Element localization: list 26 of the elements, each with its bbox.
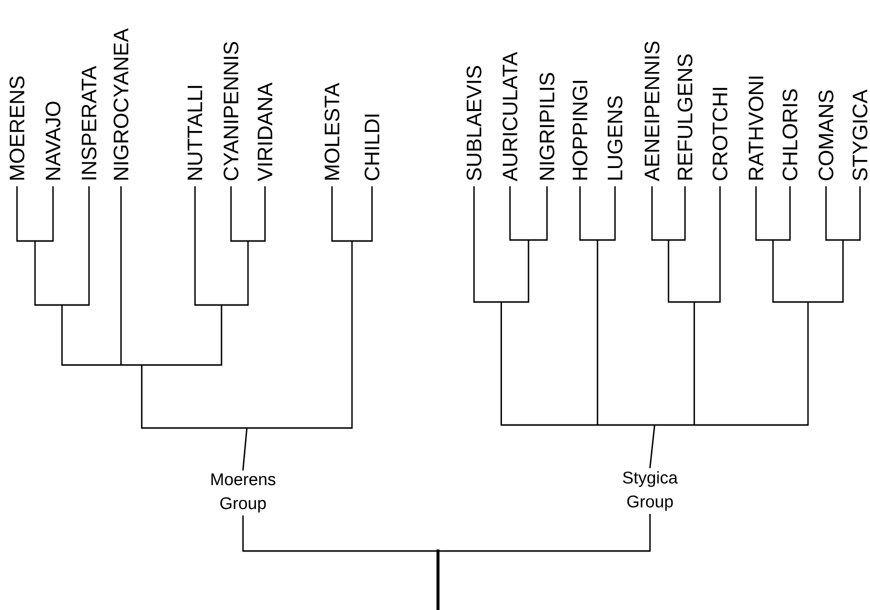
- tree-branch: [242, 514, 651, 552]
- taxon-label: CHILDI: [364, 114, 380, 180]
- taxon-label: CROTCHI: [712, 88, 728, 180]
- taxon-label: VIRIDANA: [258, 82, 272, 182]
- tree-branch: [16, 186, 373, 470]
- taxon-label: SUBLAEVIS: [466, 66, 482, 180]
- taxon-label: AENEIPENNIS: [644, 42, 660, 182]
- taxon-label: NIGROCYANEA: [114, 28, 128, 180]
- taxon-label: COMANS: [818, 90, 834, 180]
- taxon-label: MOLESTA: [324, 82, 340, 180]
- taxon-label: AURICULATA: [502, 52, 518, 182]
- tree-branch: [473, 186, 861, 468]
- taxon-label: RATHVONI: [748, 76, 764, 180]
- taxon-label: CYANIPENNIS: [224, 42, 238, 180]
- taxon-label: MOERENS: [10, 76, 24, 180]
- taxon-label: CHLORIS: [782, 89, 798, 180]
- taxon-label: HOPPINGI: [572, 80, 588, 180]
- taxon-label: NIGRIPILIS: [540, 72, 554, 180]
- taxon-label: REFULGENS: [678, 54, 692, 180]
- taxon-label: NUTTALLI: [188, 86, 202, 180]
- taxon-label: LUGENS: [608, 96, 622, 180]
- taxon-label: NAVAJO: [46, 102, 60, 180]
- taxon-label: INSPERATA: [82, 66, 96, 180]
- taxon-label: STYGICA: [852, 90, 868, 180]
- group-label: Moerens Group: [211, 473, 276, 513]
- group-label: Stygica Group: [623, 471, 678, 511]
